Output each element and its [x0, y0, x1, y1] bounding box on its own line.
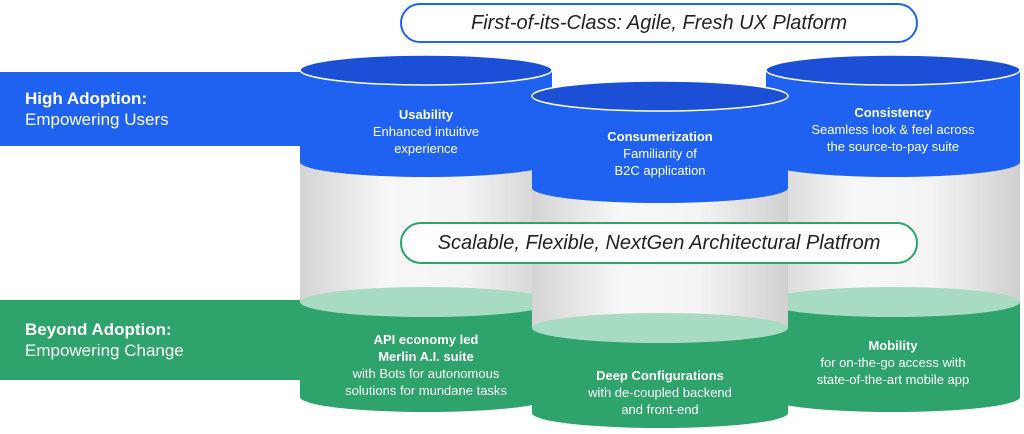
pillar-line: experience	[394, 141, 458, 156]
pillar-title: Deep Configurations	[596, 368, 724, 383]
bottom-pillar-mobility: Mobility for on-the-go access with state…	[766, 337, 1020, 388]
pillar-line: B2C application	[614, 163, 706, 178]
beyond-adoption-title: Beyond Adoption:	[25, 320, 172, 339]
pillar-green-body	[300, 302, 552, 412]
pillar-line: the source-to-pay suite	[826, 139, 960, 154]
top-pillar-consumerization: Consumerization Familiarity of B2C appli…	[532, 128, 788, 179]
beyond-adoption-subtitle: Empowering Change	[25, 341, 184, 360]
pillar-green-top	[300, 287, 552, 317]
pillar-title: Consumerization	[607, 129, 713, 144]
pillar-line: solutions for mundane tasks	[345, 383, 507, 398]
pillar-blue-top	[300, 55, 552, 85]
pillar-green-top	[532, 313, 788, 343]
pillar-title: Usability	[398, 107, 454, 122]
pillar-line: Seamless look & feel across	[811, 122, 975, 137]
pillar-title: Consistency	[854, 105, 932, 120]
beyond-adoption-band: Beyond Adoption: Empowering Change	[0, 300, 310, 380]
pillar-line: Familiarity of	[623, 146, 697, 161]
pillar-title: API economy led	[373, 332, 479, 347]
pillar-title: Merlin A.I. suite	[378, 349, 474, 364]
pillar-blue-body	[532, 96, 788, 203]
pillar-green-body	[766, 302, 1020, 412]
pillar-blue-top-rim	[299, 54, 553, 86]
pillar-blue-top-rim	[765, 54, 1021, 86]
pillar-line: Enhanced intuitive	[372, 124, 480, 139]
top-pillar-usability: Usability Enhanced intuitive experience	[300, 106, 552, 157]
top-pillar-consistency: Consistency Seamless look & feel across …	[766, 104, 1020, 155]
pillar-blue-top	[766, 55, 1020, 85]
pillar-line: state-of-the-art mobile app	[816, 372, 970, 387]
pillar-blue-body	[300, 70, 552, 177]
bottom-pillar-api-economy: API economy led Merlin A.I. suite with B…	[300, 331, 552, 399]
mid-banner: Scalable, Flexible, NextGen Architectura…	[400, 222, 918, 264]
pillar-line: for on-the-go access with	[820, 355, 966, 370]
high-adoption-title: High Adoption:	[25, 89, 148, 108]
pillar-line: and front-end	[621, 402, 699, 417]
pillar-green-top	[766, 287, 1020, 317]
pillar-blue-top	[532, 81, 788, 111]
high-adoption-band: High Adoption: Empowering Users	[0, 72, 310, 146]
bottom-pillar-deep-configurations: Deep Configurations with de-coupled back…	[532, 367, 788, 418]
pillar-blue-top-rim	[531, 80, 789, 112]
pillar-line: with Bots for autonomous	[352, 366, 500, 381]
high-adoption-subtitle: Empowering Users	[25, 110, 169, 129]
pillar-line: with de-coupled backend	[588, 385, 732, 400]
pillar-title: Mobility	[868, 338, 918, 353]
pillar-green-body	[532, 328, 788, 428]
top-banner: First-of-its-Class: Agile, Fresh UX Plat…	[400, 3, 918, 43]
pillar-blue-body	[766, 70, 1020, 177]
